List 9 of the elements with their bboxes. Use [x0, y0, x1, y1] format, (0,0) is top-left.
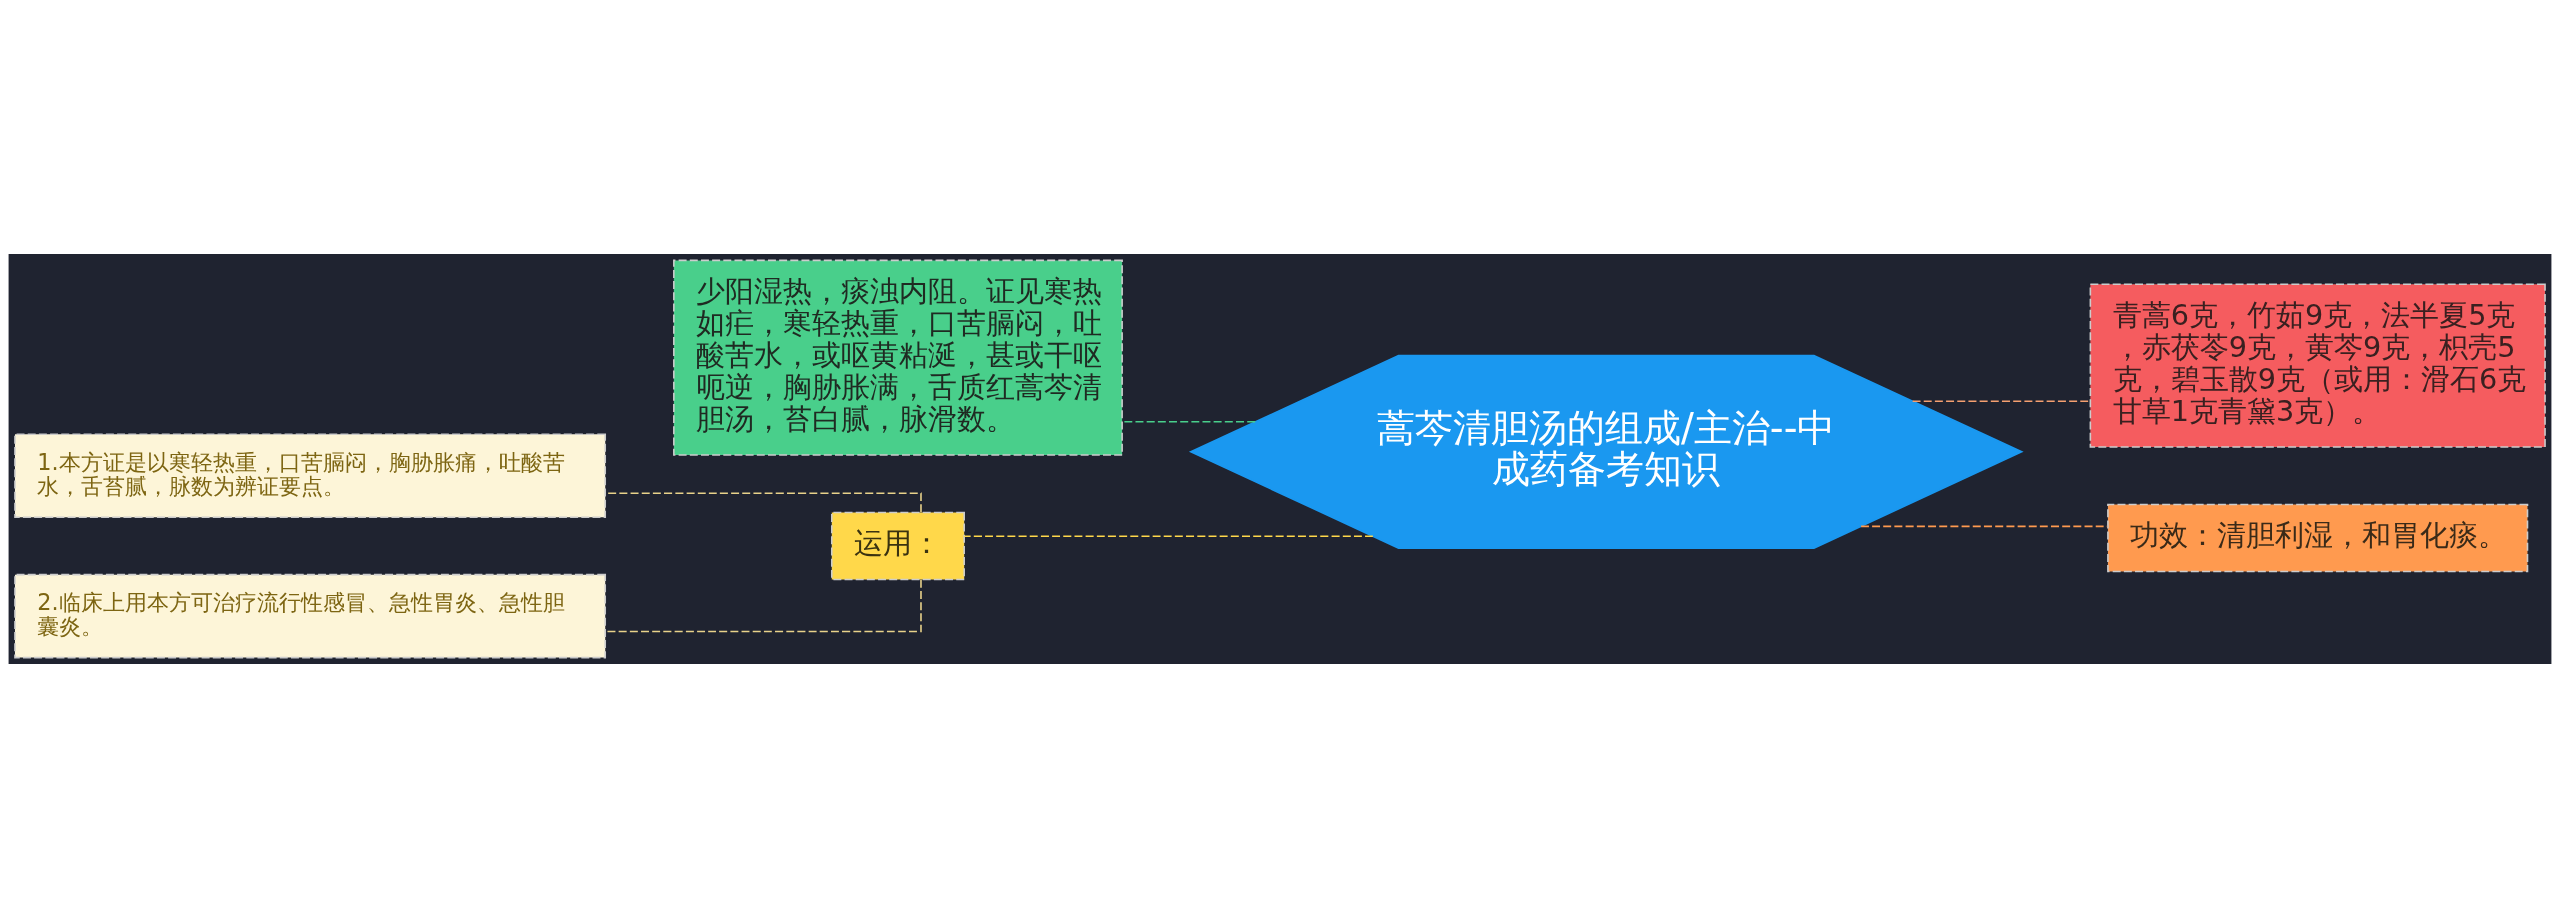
connector [1121, 421, 1256, 423]
connector [604, 579, 922, 633]
node-box: 2.临床上用本方可治疗流行性感冒、急性胃炎、急性胆囊炎。 [14, 573, 607, 659]
node-box: 少阳湿热，痰浊内阻。证见寒热如疟，寒轻热重，口苦膈闷，吐酸苦水，或呕黄粘涎，甚或干呕呃逆，胸胁胀满，舌质红蒿芩清胆汤，苔白腻，脉滑数。 [673, 259, 1123, 456]
node-box: 1.本方证是以寒轻热重，口苦膈闷，胸胁胀痛，吐酸苦水，舌苔腻，脉数为辨证要点。 [14, 433, 607, 519]
node-box: 运用： [831, 511, 965, 581]
node-box: 功效：清胆利湿，和胃化痰。 [2107, 503, 2529, 573]
connector [963, 535, 1374, 538]
node-box: 青蒿6克，竹茹9克，法半夏5克，赤茯苓9克，黄芩9克，枳壳5克，碧玉散9克（或用：滑石6克甘草1克青黛3克）。 [2089, 283, 2546, 448]
